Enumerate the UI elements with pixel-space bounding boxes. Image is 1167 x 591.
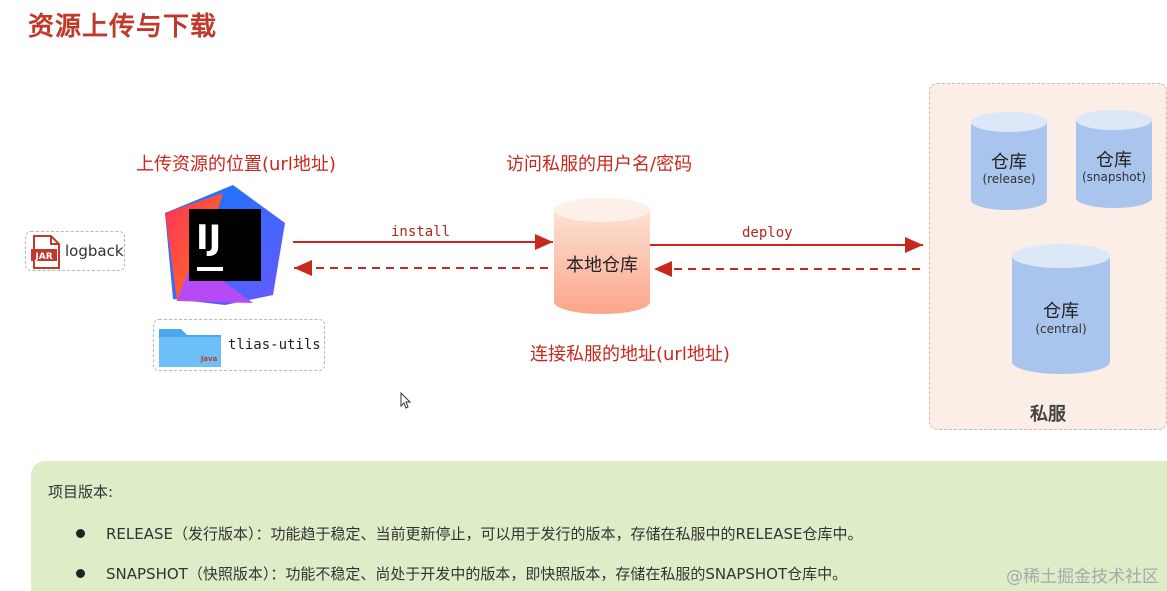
jar-file-icon: JAR — [31, 235, 60, 269]
intellij-logo-icon: IJ — [165, 185, 285, 305]
mouse-cursor-icon — [400, 392, 412, 409]
central-repo-name: 仓库 — [1043, 301, 1079, 322]
central-repo-type: (central) — [1035, 322, 1087, 336]
connect-address-label: 连接私服的地址(url地址) — [530, 344, 730, 365]
page-title: 资源上传与下载 — [28, 12, 218, 42]
release-repo-type: (release) — [982, 172, 1036, 186]
jar-label: logback — [65, 242, 124, 260]
upload-location-label: 上传资源的位置(url地址) — [136, 154, 336, 175]
project-folder-label: tlias-utils — [228, 337, 321, 353]
release-note: RELEASE（发行版本）：功能趋于稳定、当前更新停止，可以用于发行的版本，存储… — [76, 523, 863, 544]
private-credentials-label: 访问私服的用户名/密码 — [506, 154, 693, 175]
project-folder-item[interactable]: Java tlias-utils — [153, 319, 325, 371]
jar-badge: JAR — [34, 252, 52, 262]
install-label: install — [391, 224, 451, 240]
local-repo-cylinder[interactable]: 本地仓库 — [554, 198, 650, 316]
bullet-icon — [76, 529, 85, 538]
private-server-panel: 仓库 (release) 仓库 (snapshot) 仓库 (central) … — [929, 83, 1167, 430]
ide-logo-text: IJ — [196, 218, 221, 258]
release-note-text: RELEASE（发行版本）：功能趋于稳定、当前更新停止，可以用于发行的版本，存储… — [106, 525, 863, 543]
snapshot-note-text: SNAPSHOT（快照版本）：功能不稳定、尚处于开发中的版本，即快照版本，存储在… — [106, 565, 848, 583]
deploy-label: deploy — [742, 225, 793, 241]
private-server-label: 私服 — [1030, 404, 1066, 425]
snapshot-repo-type: (snapshot) — [1081, 170, 1147, 184]
release-repo-cylinder[interactable]: 仓库 (release) — [971, 112, 1047, 212]
bullet-icon — [76, 569, 85, 578]
snapshot-repo-cylinder[interactable]: 仓库 (snapshot) — [1076, 110, 1152, 210]
jar-logback-item[interactable]: JAR logback — [25, 231, 125, 271]
snapshot-repo-name: 仓库 — [1096, 150, 1132, 171]
snapshot-note: SNAPSHOT（快照版本）：功能不稳定、尚处于开发中的版本，即快照版本，存储在… — [76, 563, 848, 584]
central-repo-cylinder[interactable]: 仓库 (central) — [1012, 244, 1110, 376]
local-repo-label: 本地仓库 — [566, 255, 638, 276]
java-badge: Java — [200, 355, 218, 363]
release-repo-name: 仓库 — [991, 152, 1027, 173]
java-folder-icon: Java — [159, 329, 221, 367]
watermark: @稀土掘金技术社区 — [1006, 567, 1159, 587]
version-notes-panel: 项目版本: RELEASE（发行版本）：功能趋于稳定、当前更新停止，可以用于发行… — [31, 461, 1167, 591]
notes-title: 项目版本: — [48, 483, 114, 501]
